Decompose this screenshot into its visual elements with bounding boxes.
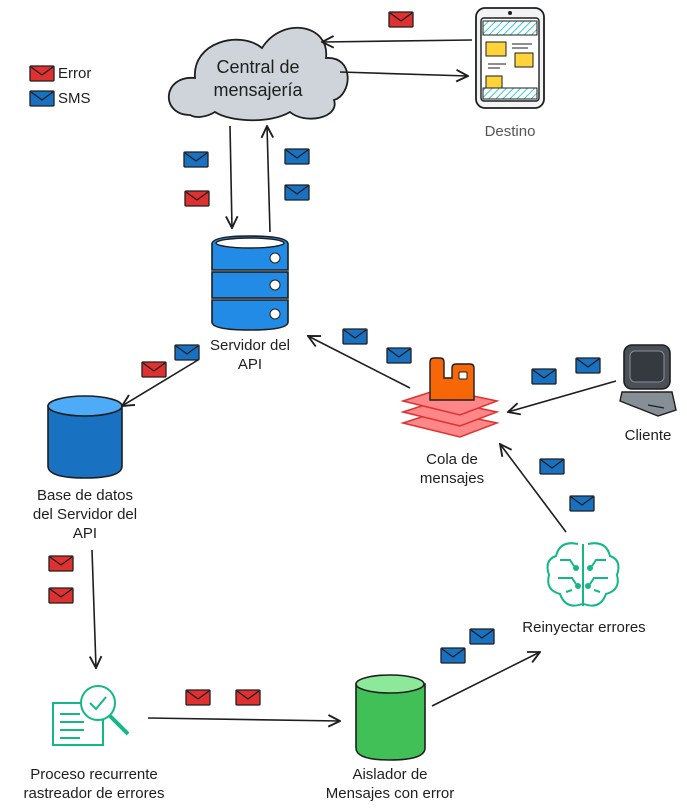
arrow-central-to-server — [230, 125, 232, 228]
server-icon — [211, 235, 289, 331]
central-label: Central de mensajería — [213, 57, 303, 100]
sms-envelope-icon — [440, 647, 466, 664]
reinyectar-label: Reinyectar errores — [522, 619, 646, 636]
arrow-phone-to-central — [322, 40, 473, 42]
error-envelope-icon — [388, 11, 414, 28]
error-envelope-icon — [185, 689, 211, 706]
flow-arrows — [92, 40, 617, 721]
arrow-central-to-phone — [339, 72, 468, 76]
sms-envelope-icon — [342, 328, 368, 345]
base-datos-label: Base de datos del Servidor del API — [32, 487, 138, 542]
sms-envelope-icon — [284, 184, 310, 201]
error-envelope-icon — [48, 555, 74, 572]
sms-envelope-icon — [569, 495, 595, 512]
destino-label: Destino — [484, 123, 536, 140]
legend — [29, 65, 55, 107]
isolator-cylinder-icon — [355, 674, 426, 761]
error-envelope-icon — [184, 190, 210, 207]
arrow-reinjector-to-queue — [500, 444, 567, 533]
sms-envelope-icon — [183, 151, 209, 168]
sms-envelope-icon — [386, 347, 412, 364]
cliente-label: Cliente — [624, 427, 672, 444]
servidor-label: Servidor del API — [209, 337, 291, 373]
legend-error-label: Error — [58, 65, 92, 82]
legend-sms-label: SMS — [58, 90, 91, 107]
sms-envelope-icon — [575, 357, 601, 374]
phone-icon — [475, 7, 545, 109]
error-envelope-icon — [235, 689, 261, 706]
cloud-icon — [167, 26, 349, 122]
document-search-icon — [52, 685, 130, 746]
arrow-server-to-central — [267, 126, 270, 233]
sms-envelope-icon — [284, 148, 310, 165]
error-envelope-icon — [141, 361, 167, 378]
database-icon — [47, 395, 123, 479]
arrow-tracker-to-isolator — [147, 718, 340, 721]
arrow-isolator-to-reinjector — [431, 652, 540, 707]
proceso-label: Proceso recurrente rastreador de errores — [23, 766, 165, 802]
arrow-database-to-tracker — [92, 549, 96, 668]
cola-label: Cola de mensajes — [419, 451, 485, 487]
sms-envelope-icon — [531, 368, 557, 385]
computer-icon — [619, 344, 677, 417]
arrow-client-to-queue — [508, 380, 617, 412]
arrow-queue-to-server — [308, 336, 411, 389]
message-queue-icon — [400, 357, 500, 438]
sms-envelope-icon — [469, 628, 495, 645]
legend-sms-envelope-icon — [29, 90, 55, 107]
error-envelope-icon — [48, 587, 74, 604]
arrow-server-to-database — [122, 359, 199, 406]
brain-icon — [546, 542, 620, 607]
rabbitmq-logo-icon — [429, 357, 475, 401]
sms-envelope-icon — [539, 458, 565, 475]
aislador-label: Aislador de Mensajes con error — [325, 766, 455, 802]
legend-error-envelope-icon — [29, 65, 55, 82]
